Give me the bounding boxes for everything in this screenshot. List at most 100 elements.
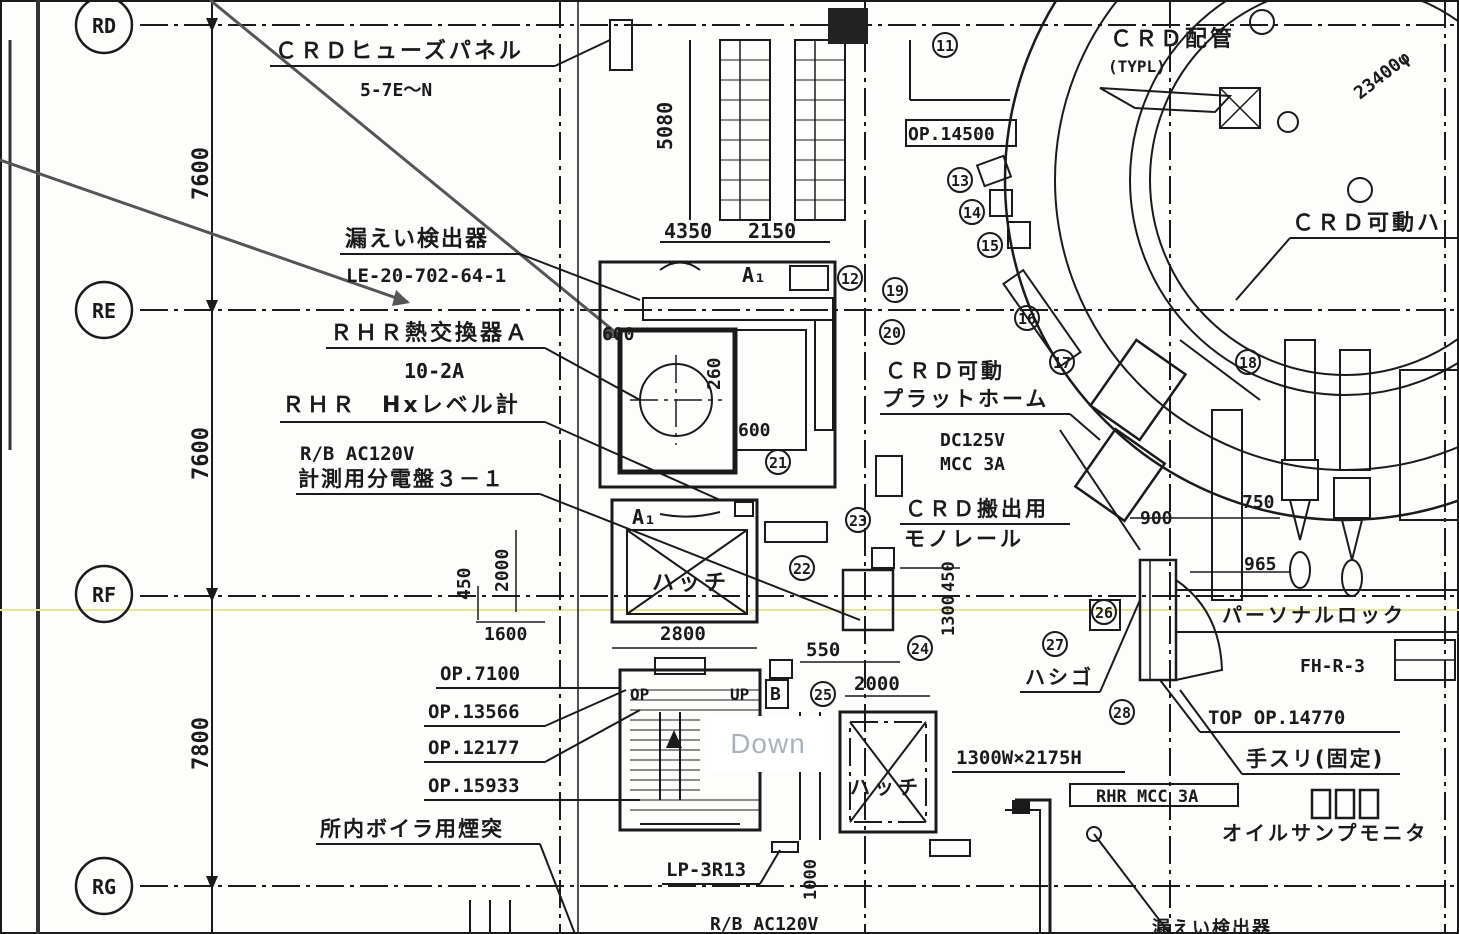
hatch-2 (838, 710, 938, 834)
callout-24: 24 (907, 635, 933, 661)
crd-rail-assembly (1059, 338, 1261, 551)
crd-platform-label-2: プラットホーム (882, 387, 1049, 411)
op-12177-label: OP.12177 (428, 737, 520, 759)
callout-18: 18 (1235, 349, 1261, 375)
callout-25: 25 (810, 681, 836, 707)
rack-stack-2 (794, 39, 846, 221)
callout-14: 14 (959, 199, 985, 225)
size-label: 1300W×2175H (956, 747, 1082, 769)
svg-text:22: 22 (793, 560, 811, 578)
hx-tag-label: 10-2A (404, 359, 464, 383)
grid-bubble-rg: RG (74, 856, 134, 916)
dim-4350: 4350 (664, 219, 712, 243)
dim-260: 260 (704, 357, 725, 390)
handrail-label: 手スリ(固定) (1246, 747, 1384, 771)
callout-17: 17 (1049, 349, 1075, 375)
dim-1600: 1600 (484, 624, 527, 645)
svg-text:17: 17 (1053, 354, 1071, 372)
svg-text:28: 28 (1113, 704, 1131, 722)
callout-20: 20 (879, 319, 905, 345)
hatch-2-label: ハッチ (850, 775, 922, 799)
crd-fuse-loc-label: 5-7E～N (360, 80, 432, 101)
svg-text:24: 24 (911, 640, 929, 658)
svg-text:RD: RD (92, 14, 116, 38)
dim-1000: 1000 (801, 859, 821, 900)
svg-text:27: 27 (1046, 636, 1064, 654)
svg-text:14: 14 (963, 204, 981, 222)
b-tag: B (770, 684, 781, 705)
top-equipment-block (828, 8, 868, 44)
op-7100-label: OP.7100 (440, 663, 520, 685)
a1-mid-label: A₁ (632, 505, 656, 529)
rack-stack-1 (719, 39, 771, 221)
rb-ac-bottom-label: R/B AC120V (710, 914, 819, 934)
rhr-hx-room (598, 260, 837, 489)
leader-arrow-2 (209, 0, 621, 338)
svg-text:RE: RE (92, 299, 116, 323)
crd-fuse-panel-label: ＣＲＤヒューズパネル (275, 38, 524, 64)
le-tag-label: LE-20-702-64-1 (346, 265, 506, 287)
dim-450: 450 (454, 567, 475, 600)
leak-detector-label: 漏えい検出器 (345, 226, 489, 252)
spacing-re-rf: 7600 (189, 427, 214, 480)
dim-750: 750 (1242, 492, 1275, 513)
lp-label: LP-3R13 (666, 859, 746, 881)
svg-text:25: 25 (814, 686, 832, 704)
svg-text:RG: RG (92, 875, 116, 899)
callout-26: 26 (1091, 599, 1117, 625)
callout-23: 23 (845, 507, 871, 533)
rhr-mcc-label: RHR MCC 3A (1096, 787, 1198, 807)
op-tag-b: UP (730, 685, 749, 704)
crd-drive-housings (1211, 339, 1371, 601)
callout-27: 27 (1042, 631, 1068, 657)
grid-bubble-re: RE (74, 280, 134, 340)
dim-965: 965 (1244, 554, 1277, 575)
personnel-lock-label: パーソナルロック (1222, 603, 1406, 627)
leader-arrow-1 (0, 158, 409, 304)
crd-rail-label-1: ＣＲＤ搬出用 (905, 497, 1049, 521)
op-tag-a: OP (630, 685, 649, 704)
fh-r3-label: FH-R-3 (1300, 656, 1365, 677)
svg-text:19: 19 (886, 282, 904, 300)
rb-ac-label: R/B AC120V (300, 443, 414, 465)
svg-text:20: 20 (883, 324, 901, 342)
oil-sump-label: オイルサンプモニタ (1222, 821, 1428, 845)
a1-top-label: A₁ (742, 263, 766, 287)
dim-450b: 450 (939, 561, 959, 592)
dim-2000b: 2000 (854, 673, 900, 695)
svg-text:15: 15 (981, 237, 999, 255)
dim-2000a: 2000 (492, 549, 513, 592)
mcc3a-label: MCC 3A (940, 454, 1005, 475)
spacing-rd-re: 7600 (189, 147, 214, 200)
diameter-label: 23400φ (1350, 47, 1414, 104)
callout-28: 28 (1109, 699, 1135, 725)
svg-text:12: 12 (841, 270, 859, 288)
dim-600b: 600 (738, 420, 771, 441)
crd-rail-label-2: モノレール (904, 527, 1024, 551)
dim-2800: 2800 (660, 623, 706, 645)
svg-text:21: 21 (769, 454, 787, 472)
callout-22: 22 (789, 555, 815, 581)
svg-text:11: 11 (936, 37, 954, 55)
callout-19: 19 (882, 277, 908, 303)
top-op-label: TOP OP.14770 (1208, 707, 1345, 729)
typl-label: (TYPL) (1108, 57, 1166, 76)
down-overlay-label[interactable]: Down (712, 716, 824, 772)
dc125-label: DC125V (940, 430, 1005, 451)
op-15933-label: OP.15933 (428, 775, 520, 797)
oil-sump-monitor-boxes (1310, 788, 1380, 820)
svg-text:23: 23 (849, 512, 867, 530)
crd-move-label: ＣＲＤ可動ハ (1292, 211, 1442, 236)
callout-12: 12 (837, 265, 863, 291)
leak-detector-bottom-label: 漏えい検出器 (1152, 917, 1272, 934)
dim-550: 550 (806, 639, 840, 661)
spacing-rf-rg: 7800 (189, 717, 214, 770)
callout-11: 11 (932, 32, 958, 58)
boiler-label: 所内ボイラ用煙突 (320, 817, 504, 841)
svg-text:26: 26 (1095, 604, 1113, 622)
svg-text:RF: RF (92, 583, 116, 607)
dim-1300: 1300 (939, 595, 959, 636)
callout-15: 15 (977, 232, 1003, 258)
